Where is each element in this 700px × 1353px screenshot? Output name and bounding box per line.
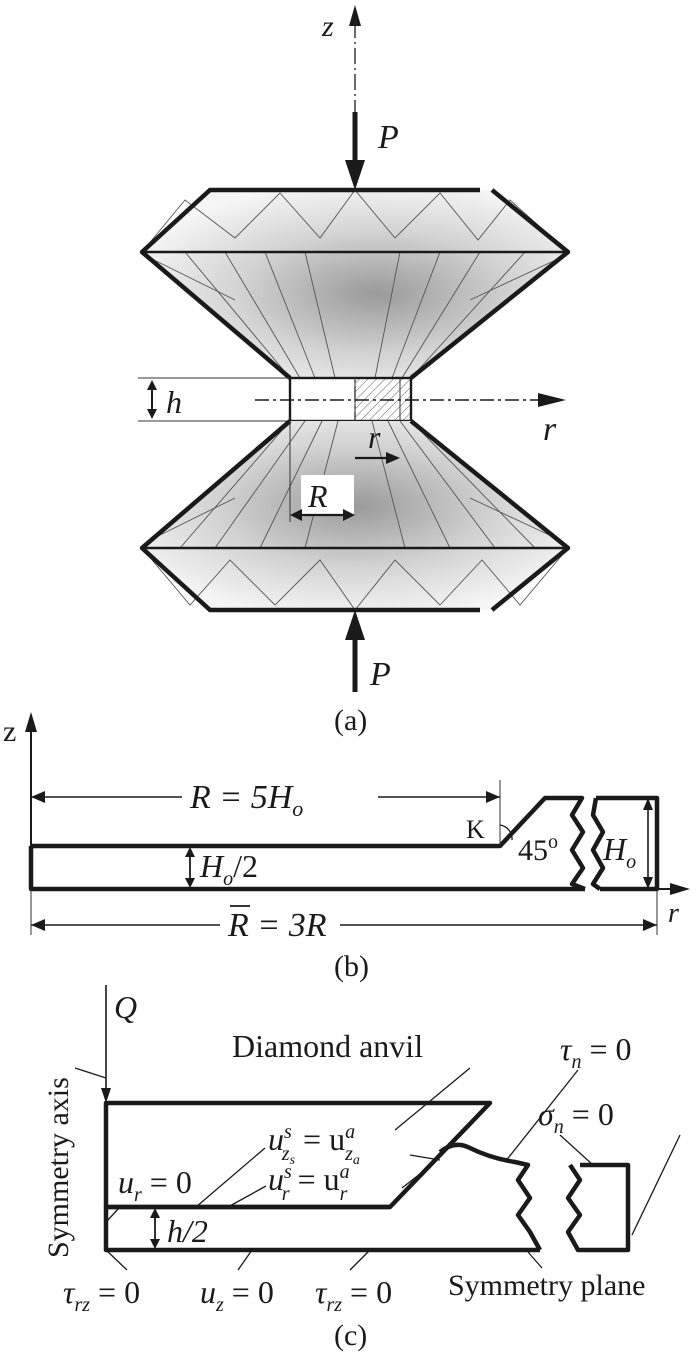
- Q-load-arrow: [101, 985, 111, 1103]
- z-axis-label: z: [321, 10, 334, 43]
- angle-arc: [499, 824, 513, 841]
- R-eq-b: R = 5Ho: [189, 779, 303, 821]
- h-dimension: [138, 377, 290, 422]
- ur-label: ur = 0: [118, 1164, 192, 1206]
- caption-c: (c): [334, 1319, 367, 1352]
- thickness-dimension: [643, 798, 653, 889]
- panel-a: z P: [138, 5, 571, 737]
- Q-label: Q: [114, 989, 137, 1025]
- tau-rz-right-label: τrz = 0: [315, 1274, 392, 1316]
- lower-diamond-anvil: [139, 419, 571, 613]
- r-axis-b-label: r: [668, 898, 679, 929]
- r-axis-arrowhead: [538, 393, 566, 407]
- panel-b: z r R = 5Ho K 45o: [3, 712, 690, 983]
- r-axis-label: r: [543, 411, 557, 448]
- symmetry-axis-label: Symmetry axis: [42, 1077, 75, 1258]
- thickness-label: Ho: [602, 831, 636, 873]
- caption-a: (a): [334, 704, 367, 737]
- tau-rz-left-label: τrz = 0: [63, 1274, 140, 1316]
- panel-c: Q Diamond anvil Symmetry axis τn = 0 σn …: [42, 985, 681, 1352]
- angle-label: 45o: [518, 831, 558, 867]
- top-load-label: P: [377, 119, 399, 156]
- r-radius-label: r: [368, 419, 381, 455]
- caption-b: (b): [334, 950, 369, 983]
- anvil-label: Diamond anvil: [232, 1028, 423, 1064]
- z-axis-b: [25, 712, 37, 846]
- bottom-load-arrow: [345, 610, 365, 692]
- outer-radius-dimension: [30, 889, 658, 946]
- top-load-arrow: [345, 112, 365, 190]
- bottom-load-label: P: [369, 656, 391, 693]
- tau-n-label: τn = 0: [560, 1031, 632, 1073]
- R-dimension-b: [31, 772, 501, 846]
- half-h-label: h/2: [167, 1213, 208, 1249]
- r-axis-b: [657, 883, 690, 895]
- R-label: R: [307, 478, 328, 514]
- r-axis: [255, 393, 566, 407]
- half-thickness-dimension: [185, 847, 195, 888]
- z-axis-arrowhead: [349, 5, 361, 26]
- half-thickness-label: Ho/2: [199, 848, 258, 890]
- outer-radius-label: R = 3R: [227, 907, 327, 944]
- point-K-label: K: [466, 815, 485, 844]
- r-radius-arrow: [355, 452, 400, 464]
- R-dimension: [289, 421, 355, 522]
- upper-diamond-anvil: [139, 187, 571, 380]
- z-axis-b-label: z: [3, 715, 16, 748]
- half-h-dimension: [150, 1208, 160, 1249]
- symmetry-plane-label: Symmetry plane: [448, 1269, 645, 1302]
- sigma-n-label: σn = 0: [538, 1096, 614, 1138]
- h-label: h: [166, 384, 182, 420]
- uz-label: uz = 0: [200, 1274, 274, 1316]
